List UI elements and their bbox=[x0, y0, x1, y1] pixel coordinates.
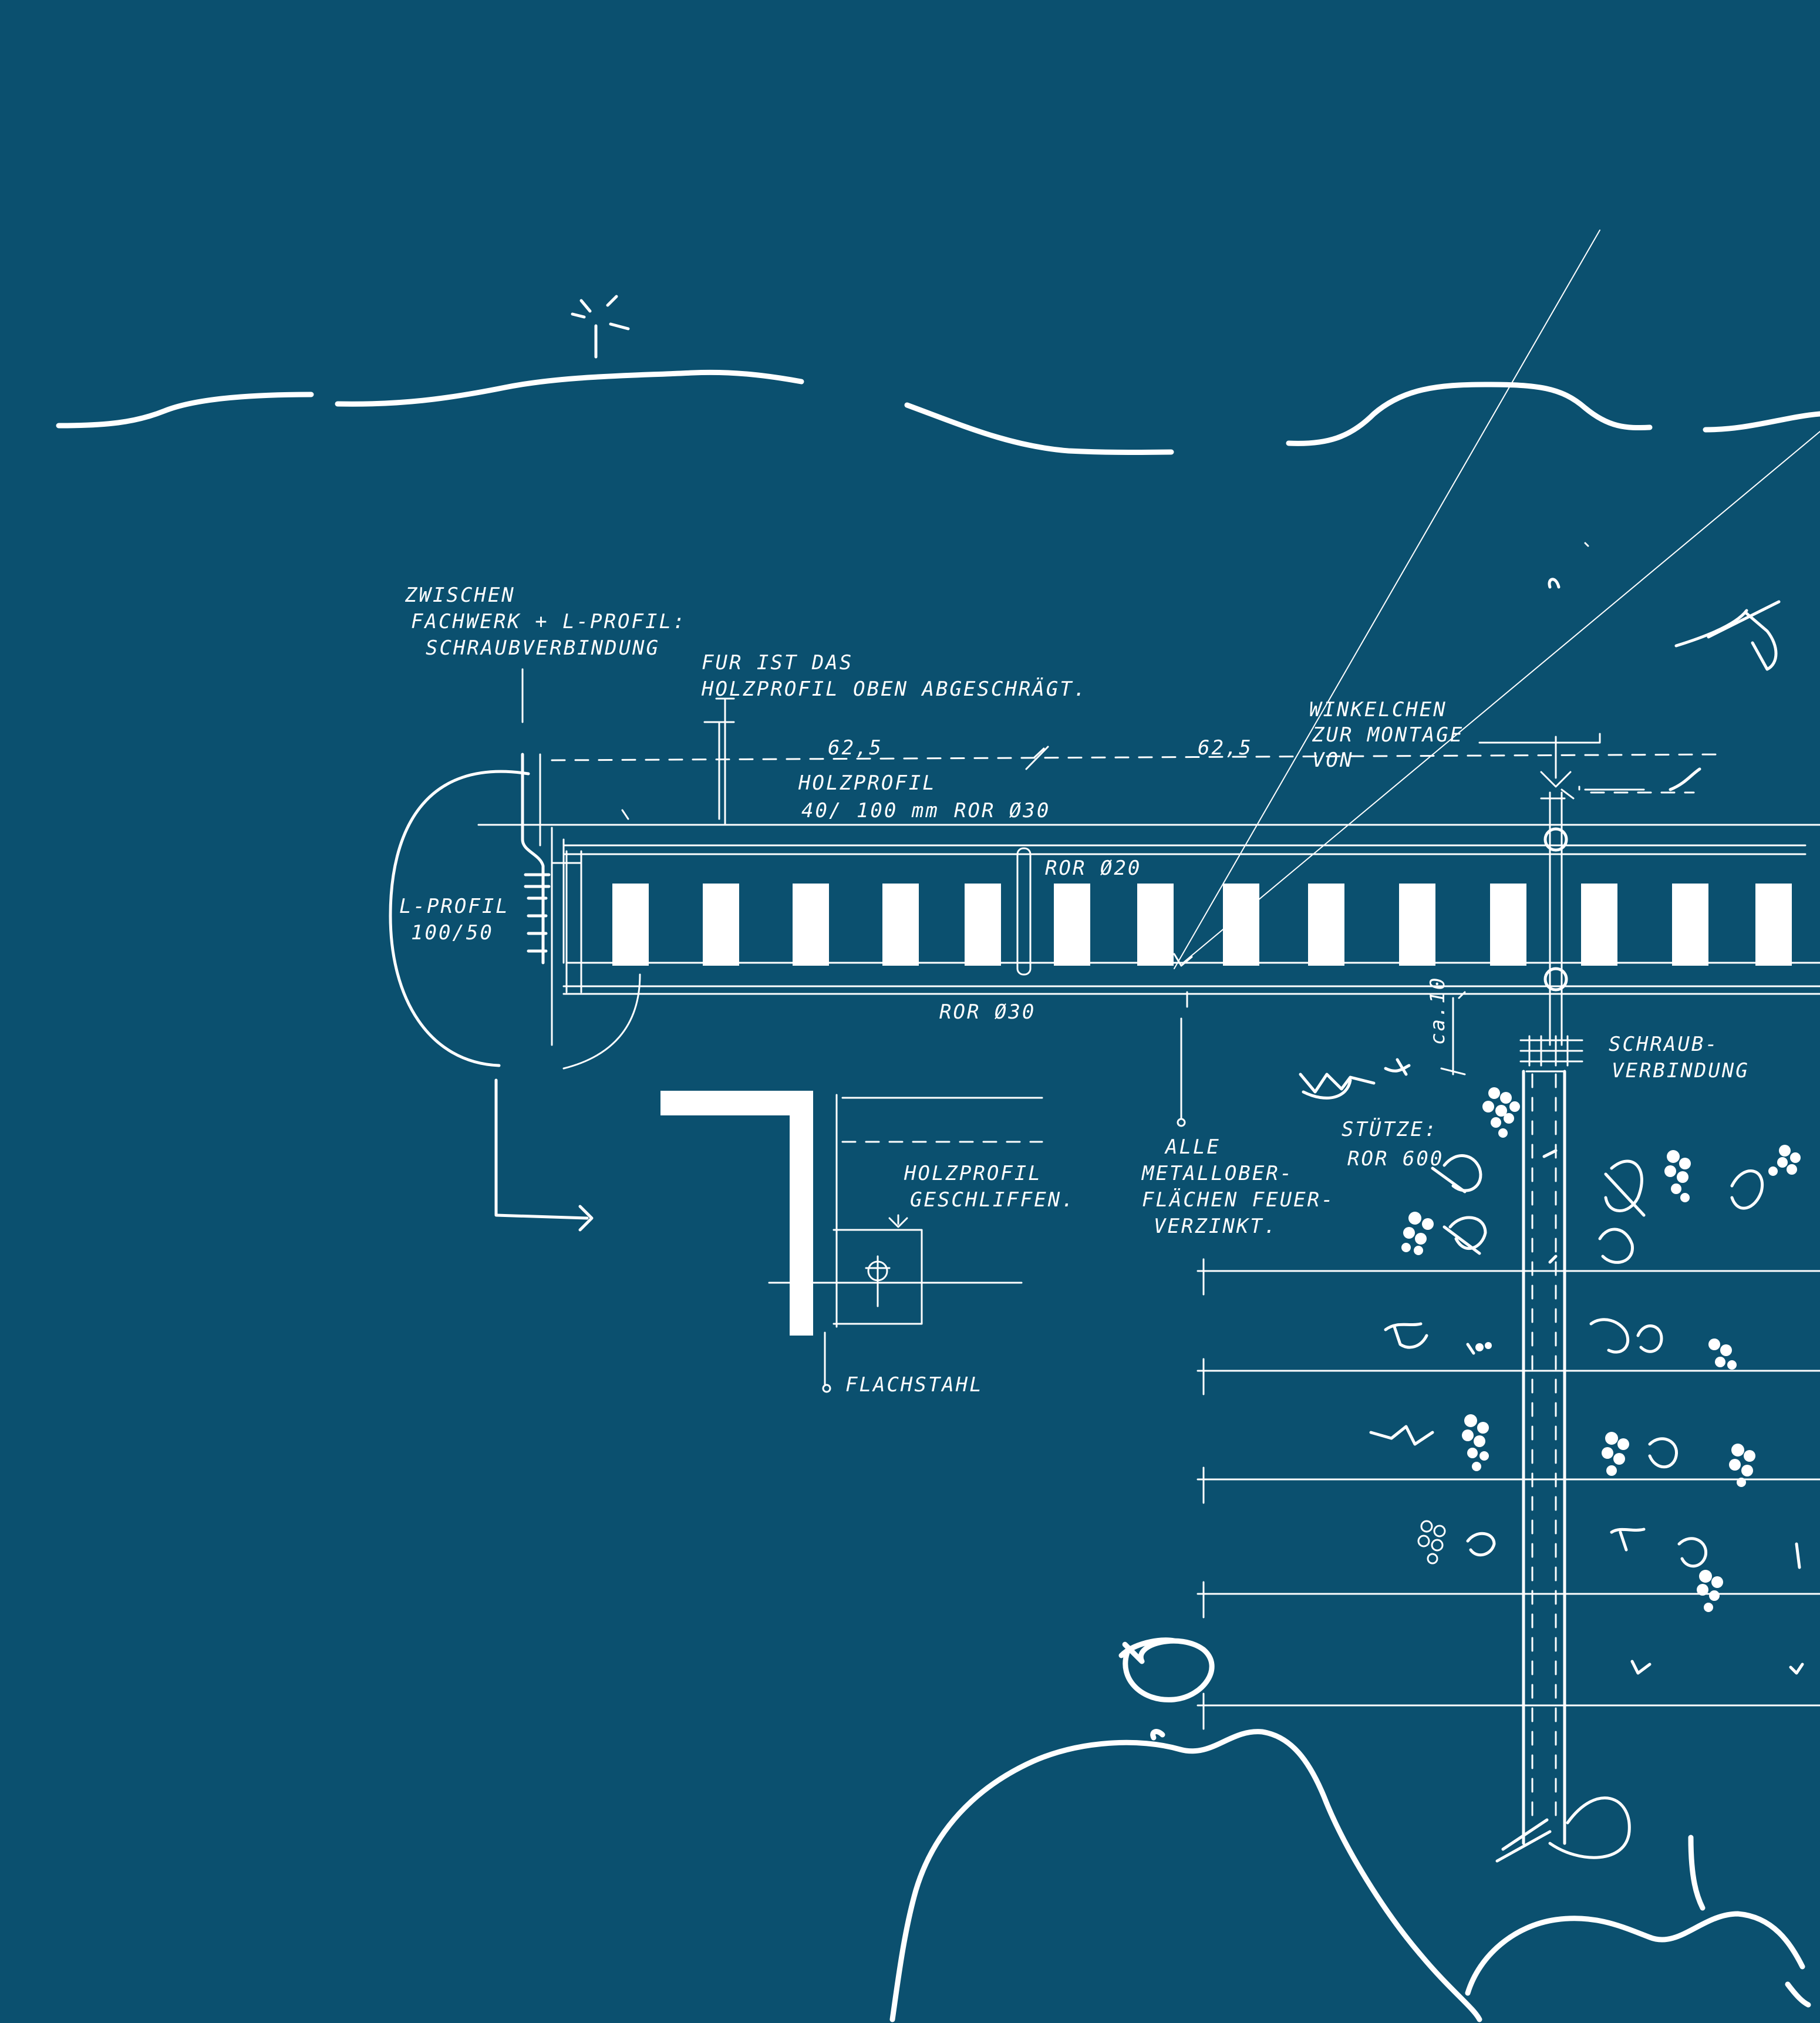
baluster bbox=[1490, 884, 1526, 966]
sun-ray-lines bbox=[1173, 230, 1820, 969]
grape-cluster-icon bbox=[1462, 1414, 1489, 1471]
label-pipe-middle: ROR Ø20 bbox=[1045, 857, 1141, 880]
horizontal-rails bbox=[1197, 1258, 1820, 1730]
grape-cluster-icon bbox=[1768, 1145, 1801, 1176]
note-between-line2: FACHWERK + L-PROFIL: bbox=[411, 610, 686, 633]
note-between-line1: ZWISCHEN bbox=[405, 584, 515, 607]
vertical-dimension bbox=[1440, 991, 1466, 1075]
note-lprofile-line1: L-PROFIL bbox=[399, 895, 510, 918]
note-angle-line3: VON bbox=[1312, 748, 1353, 772]
grape-cluster-icon bbox=[1708, 1338, 1737, 1370]
support-post bbox=[1495, 788, 1631, 1863]
foreground-bushes bbox=[889, 1637, 1811, 2022]
baluster-row bbox=[612, 884, 1792, 966]
landscape-horizon bbox=[56, 369, 1820, 455]
label-pipe-bottom: ROR Ø30 bbox=[939, 1000, 1036, 1024]
note-angle-line1: WINKELCHEN bbox=[1309, 698, 1447, 721]
vine-foliage bbox=[1299, 542, 1804, 1675]
baluster bbox=[1755, 884, 1792, 966]
baluster bbox=[1054, 884, 1090, 966]
grape-cluster-icon bbox=[1729, 1444, 1755, 1487]
grape-cluster-icon bbox=[1602, 1432, 1629, 1476]
label-pipe-top: ROR Ø30 bbox=[954, 799, 1050, 822]
grape-cluster-icon bbox=[1664, 1150, 1691, 1202]
annotations: ZWISCHEN FACHWERK + L-PROFIL: SCHRAUBVER… bbox=[399, 584, 1750, 1397]
baluster bbox=[1137, 884, 1174, 966]
baluster bbox=[703, 884, 739, 966]
dimension-line bbox=[551, 721, 1724, 820]
note-support-line2: ROR 600 bbox=[1347, 1147, 1444, 1171]
note-wood-sanded-line1: HOLZPROFIL bbox=[904, 1162, 1042, 1185]
left-leader bbox=[521, 668, 735, 826]
note-for-line2: HOLZPROFIL OBEN ABGESCHRÄGT. bbox=[701, 677, 1087, 701]
note-for-line1: FUR IST DAS bbox=[702, 651, 853, 675]
label-flat-steel: FLACHSTAHL bbox=[845, 1373, 983, 1397]
note-support-line1: STÜTZE: bbox=[1342, 1117, 1438, 1141]
baluster bbox=[882, 884, 919, 966]
dimension-right-label: 62,5 bbox=[1198, 736, 1253, 760]
middle-pipe bbox=[1016, 847, 1032, 976]
metal-note-leader bbox=[1177, 991, 1188, 1127]
railing-elevation bbox=[477, 809, 1820, 995]
grape-cluster-icon bbox=[1417, 1520, 1446, 1565]
grape-cluster-icon bbox=[1482, 1087, 1520, 1138]
l-profile-connection bbox=[521, 753, 582, 1046]
note-angle-line2: ZUR MONTAGE bbox=[1312, 723, 1464, 747]
vertical-dimension-label: ca.10 bbox=[1426, 976, 1450, 1045]
baluster bbox=[612, 884, 649, 966]
note-wood-line2: 40/ 100 mm bbox=[801, 799, 939, 822]
grape-cluster-icon bbox=[1401, 1212, 1434, 1255]
grape-cluster-icon bbox=[1697, 1570, 1723, 1612]
note-between-line3: SCHRAUBVERBINDUNG bbox=[426, 636, 660, 660]
note-screw-line1: SCHRAUB- bbox=[1609, 1033, 1719, 1056]
note-metal-line3: FLÄCHEN FEUER- bbox=[1142, 1188, 1335, 1212]
baluster bbox=[1308, 884, 1344, 966]
note-screw-line2: VERBINDUNG bbox=[1612, 1059, 1750, 1083]
note-wood-line1: HOLZPROFIL bbox=[798, 771, 936, 795]
note-metal-line1: ALLE bbox=[1164, 1135, 1221, 1159]
baluster bbox=[1581, 884, 1617, 966]
note-metal-line4: VERZINKT. bbox=[1154, 1215, 1278, 1238]
baluster bbox=[1223, 884, 1259, 966]
baluster bbox=[793, 884, 829, 966]
sun-icon bbox=[571, 295, 630, 359]
note-lprofile-line2: 100/50 bbox=[411, 921, 494, 945]
dimension-left-label: 62,5 bbox=[828, 736, 883, 760]
baluster bbox=[1672, 884, 1708, 966]
baluster bbox=[965, 884, 1001, 966]
profile-section-detail bbox=[660, 1091, 1043, 1393]
detail-circle bbox=[389, 770, 641, 1232]
note-metal-line2: METALLOBER- bbox=[1141, 1162, 1293, 1185]
note-wood-sanded-line2: GESCHLIFFEN. bbox=[910, 1188, 1076, 1212]
baluster bbox=[1399, 884, 1435, 966]
